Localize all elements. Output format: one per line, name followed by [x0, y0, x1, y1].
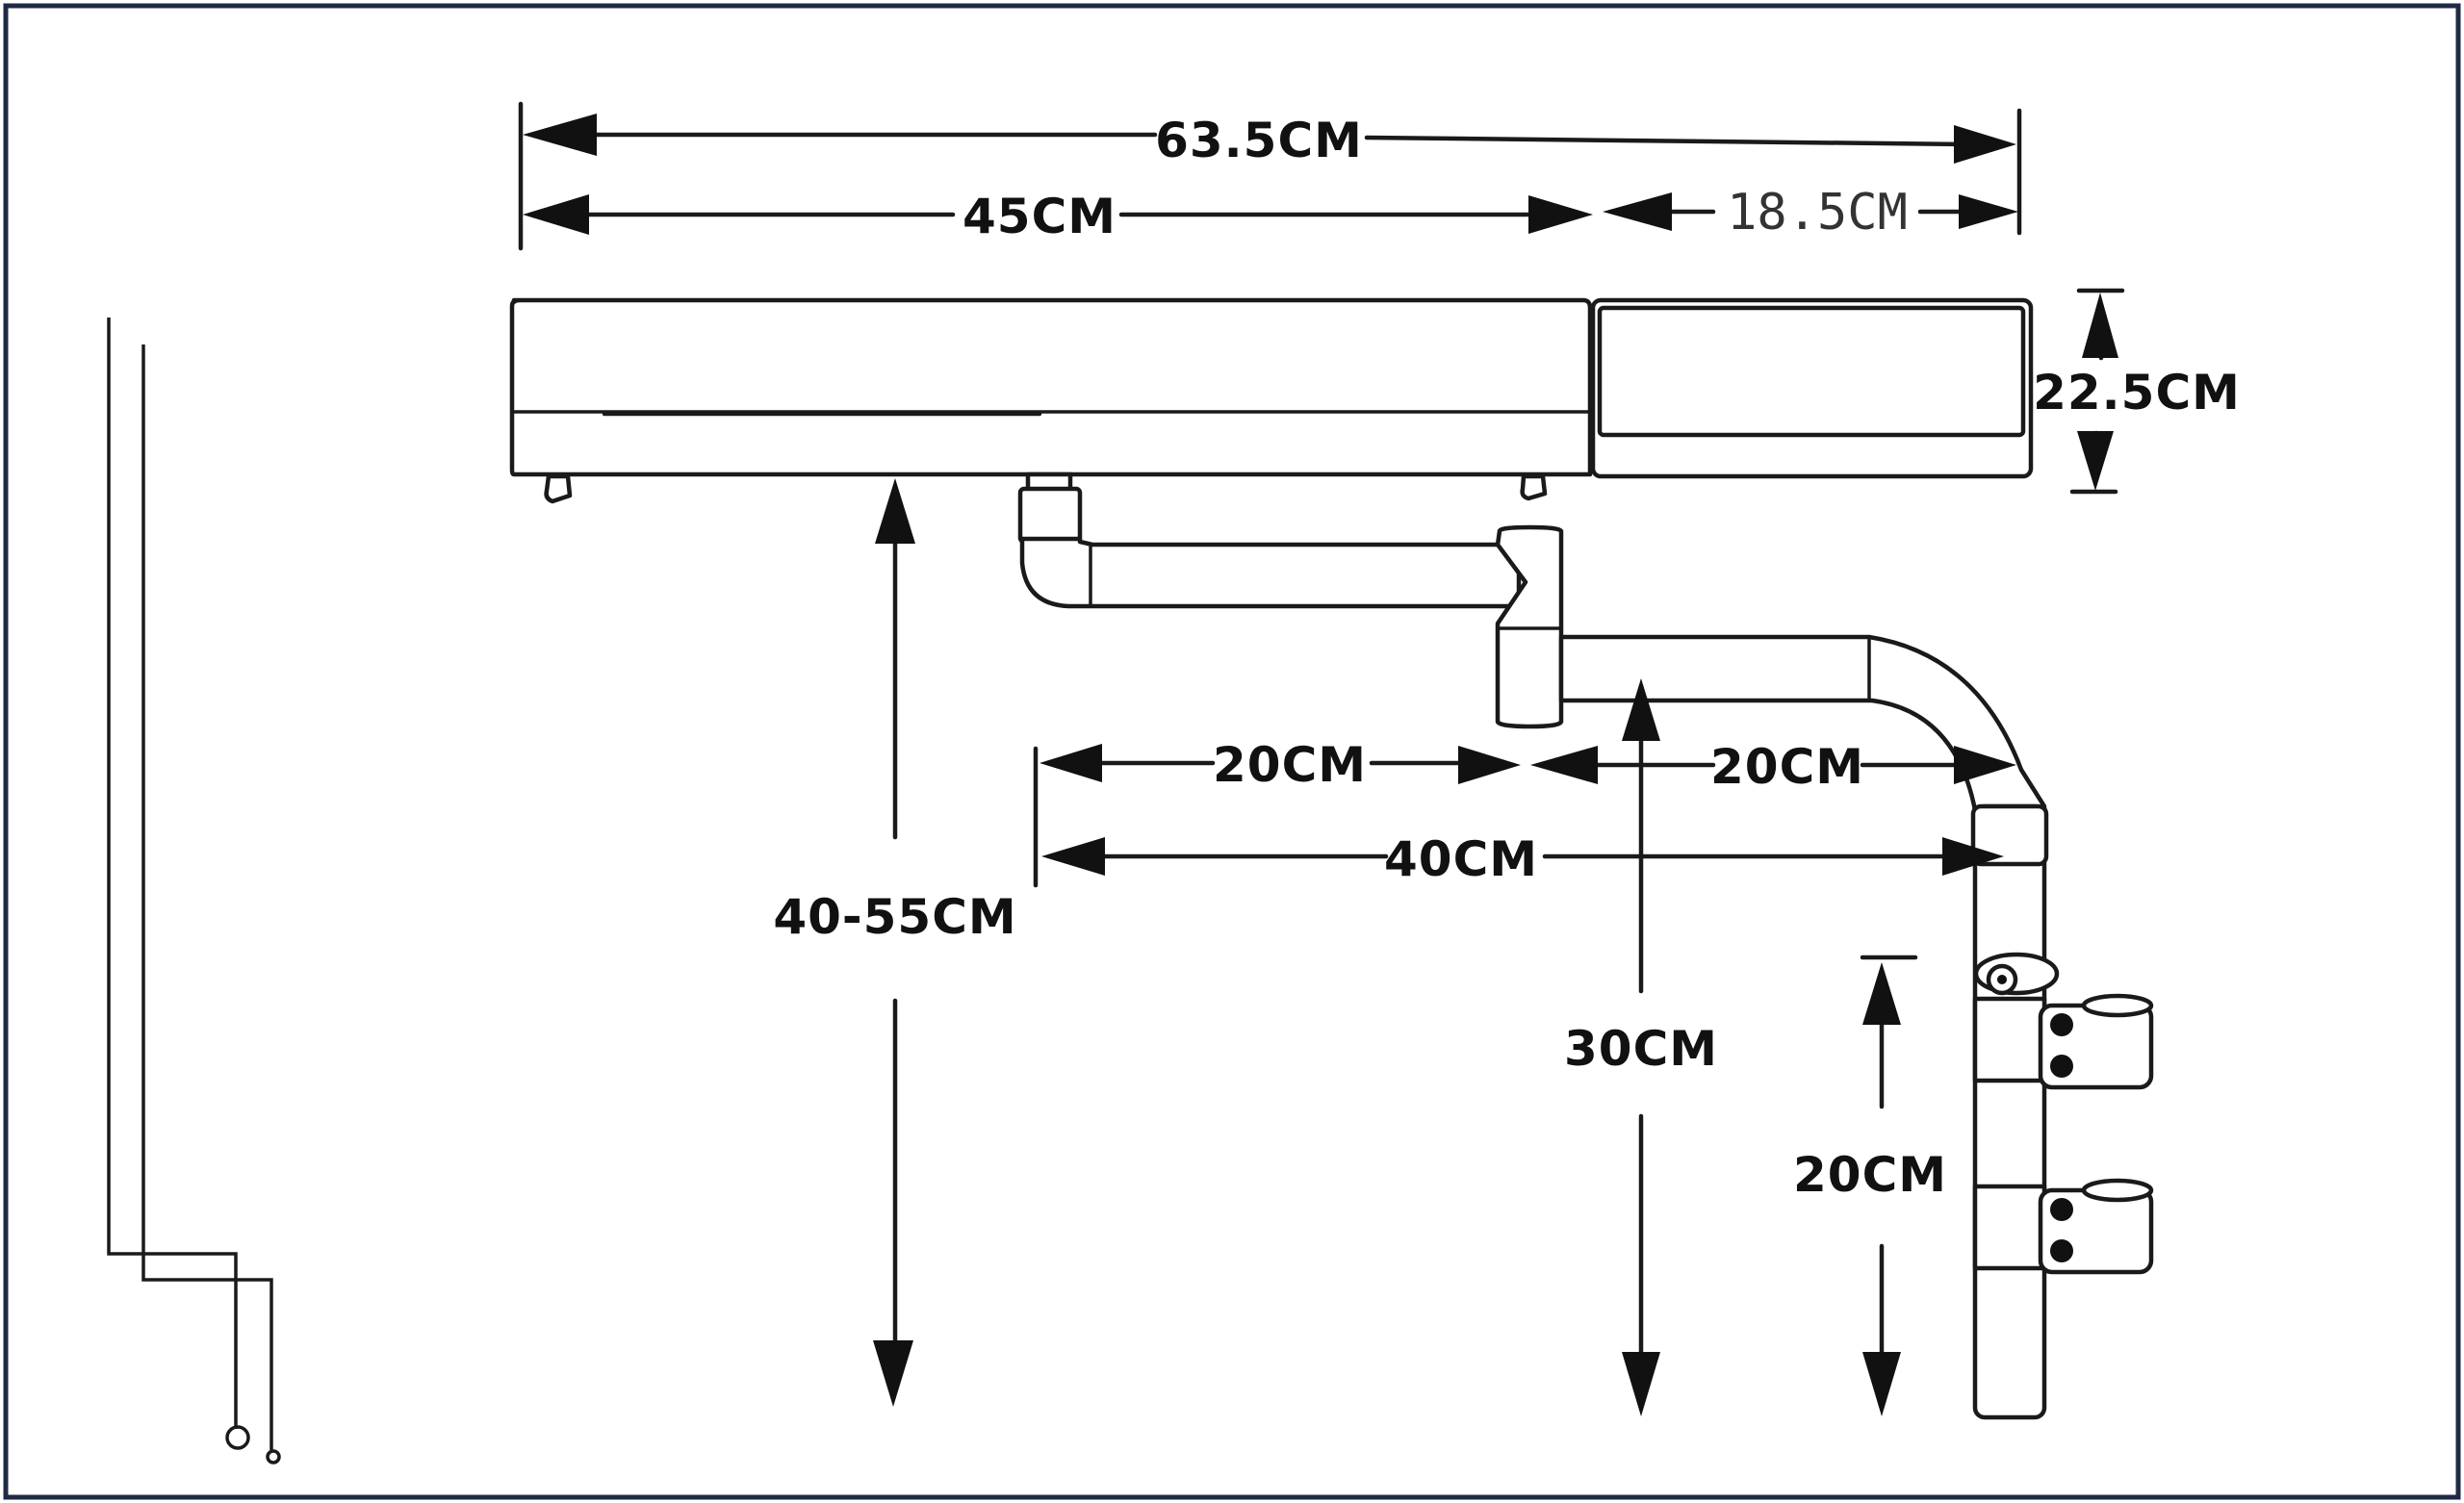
- adjustment-knob[interactable]: [1973, 952, 2060, 996]
- dim-clamp-spacing: 20CM: [1793, 962, 1947, 1416]
- dim-label-side-box-width: 18.5CM: [1727, 184, 1908, 242]
- dim-label-vertical-drop: 30CM: [1564, 1021, 1718, 1077]
- dim-label-box-height: 22.5CM: [2033, 365, 2241, 420]
- dim-label-arm-segment-1: 20CM: [1213, 737, 1367, 793]
- dim-box-height: 22.5CM: [2033, 293, 2241, 491]
- dim-side-box-width: 18.5CM: [1603, 184, 2018, 242]
- caster-right: [1520, 473, 1548, 501]
- dim-label-clamp-spacing: 20CM: [1793, 1147, 1947, 1203]
- wiring-diagram: [107, 318, 281, 1465]
- dim-label-mount-height: 40-55CM: [773, 889, 1016, 945]
- arm-joint-1: [1017, 486, 1083, 545]
- dim-arm-reach: 40CM: [1041, 831, 2004, 887]
- dim-label-main-box-width: 45CM: [962, 189, 1116, 244]
- support-arm: [1017, 486, 2154, 1420]
- dim-label-arm-reach: 40CM: [1384, 831, 1538, 887]
- wiring-terminal-large: [225, 1425, 250, 1450]
- dim-label-arm-segment-2: 20CM: [1710, 739, 1864, 795]
- dim-main-box-width: 45CM: [523, 189, 1593, 244]
- dim-label-overall-width: 63.5CM: [1155, 113, 1363, 168]
- main-box: [509, 297, 1593, 504]
- extension-lines: [518, 101, 2125, 960]
- dim-arm-segment-2: 20CM: [1530, 739, 2016, 795]
- side-box: [1590, 297, 2034, 479]
- clamp-lower[interactable]: [2038, 1178, 2154, 1275]
- dim-vertical-drop: 30CM: [1564, 678, 1718, 1416]
- dim-mount-height: 40-55CM: [773, 478, 1016, 1407]
- outer-frame: [3, 3, 2461, 1500]
- vertical-post: [1972, 803, 2047, 1420]
- dim-overall-width: 63.5CM: [523, 113, 2016, 168]
- dim-arm-segment-1: 20CM: [1040, 737, 1521, 793]
- clamp-upper[interactable]: [2038, 993, 2154, 1090]
- caster-left: [544, 473, 573, 504]
- wiring-terminal-small: [266, 1449, 281, 1465]
